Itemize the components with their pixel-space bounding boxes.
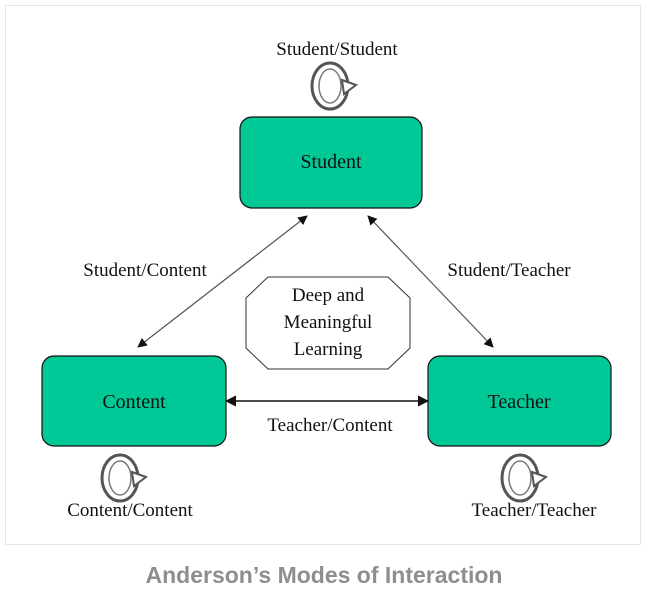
content-loop-icon — [100, 453, 149, 503]
content-node — [41, 355, 227, 447]
content-node-label: Content — [102, 391, 166, 413]
edge-student-teacher — [367, 215, 494, 348]
edge-student-content — [137, 215, 308, 348]
loop-label-content-content: Content/Content — [67, 500, 193, 521]
teacher-loop-icon — [500, 453, 549, 503]
center-label-line1: Deep and — [292, 285, 365, 306]
loop-label-student-student: Student/Student — [276, 39, 398, 60]
edge-label-student-teacher: Student/Teacher — [447, 260, 571, 281]
center-label-line3: Learning — [294, 339, 363, 360]
teacher-node-label: Teacher — [488, 391, 551, 413]
student-loop-icon — [310, 61, 359, 111]
interaction-diagram: Student Content Teacher Deep and Meaning… — [41, 39, 612, 521]
figure-caption: Anderson’s Modes of Interaction — [145, 562, 503, 588]
edge-label-student-content: Student/Content — [83, 260, 207, 281]
edge-label-teacher-content: Teacher/Content — [267, 415, 393, 436]
student-node-label: Student — [300, 151, 362, 173]
center-label-line2: Meaningful — [284, 312, 373, 333]
loop-label-teacher-teacher: Teacher/Teacher — [472, 500, 598, 521]
center-octagon — [245, 276, 411, 370]
teacher-node — [427, 355, 612, 447]
student-node — [239, 116, 423, 209]
